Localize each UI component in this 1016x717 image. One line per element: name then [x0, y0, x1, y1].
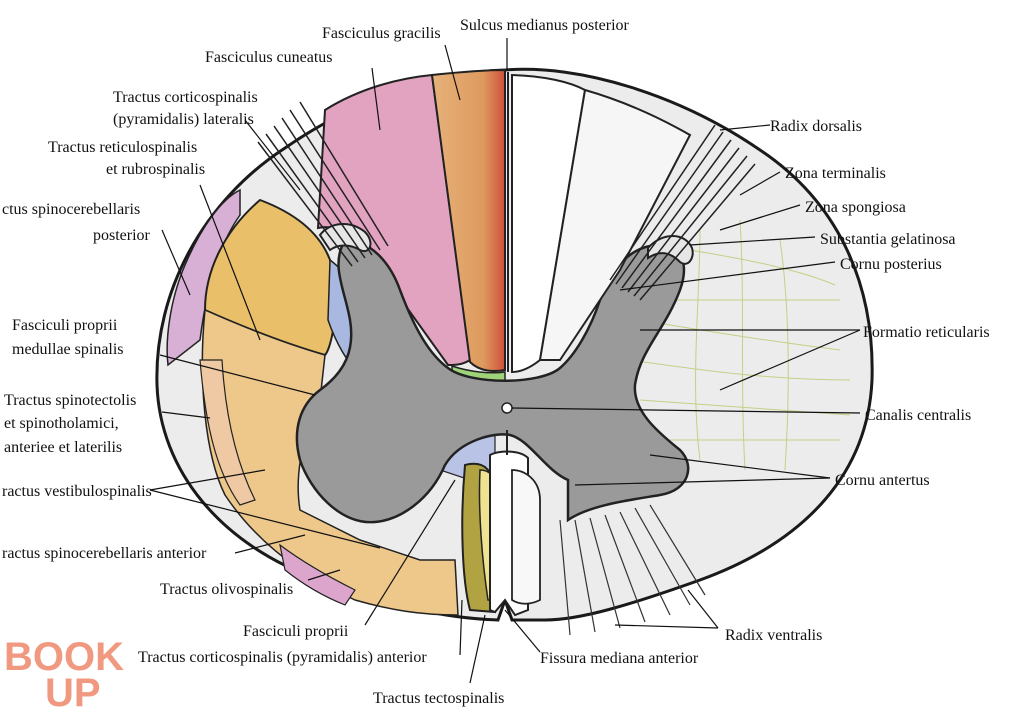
label-fasciculus-cuneatus: Fasciculus cuneatus — [205, 49, 333, 66]
label-radix-ventralis: Radix ventralis — [725, 627, 822, 644]
label-fissura-mediana-anterior: Fissura mediana anterior — [540, 650, 699, 667]
label-substantia-gelatinosa: Substantia gelatinosa — [820, 231, 956, 248]
label-tractus-reticulospinalis-2: et rubrospinalis — [106, 161, 205, 178]
label-zona-terminalis: Zona terminalis — [785, 165, 886, 182]
watermark-line2: UP — [45, 671, 101, 715]
label-tractus-corticospinalis-lateralis-1: Tractus corticospinalis — [113, 89, 258, 106]
radix-ventralis-fibres — [559, 504, 706, 636]
label-tractus-tectospinalis: Tractus tectospinalis — [373, 690, 504, 707]
label-canalis-centralis: Canalis centralis — [865, 407, 971, 424]
tractus-reticulospinalis-region — [201, 308, 459, 616]
leader-lines — [149, 38, 861, 684]
tractus-spinocerebellaris-anterior-region — [279, 543, 356, 606]
right-white-matter-hatch — [629, 219, 851, 471]
label-fasciculi-proprii: Fasciculi proprii — [243, 623, 349, 640]
label-tractus-corticospinalis-lateralis-2: (pyramidalis) lateralis — [113, 111, 254, 128]
label-tractus-spinotectalis-1: Tractus spinotectolis — [4, 392, 136, 409]
label-fasciculi-proprii-medullae-1: Fasciculi proprii — [12, 317, 118, 334]
label-tractus-reticulospinalis-1: Tractus reticulospinalis — [48, 139, 197, 156]
watermark-line1: BOOK — [4, 635, 124, 679]
label-cornu-posterius: Cornu posterius — [840, 256, 942, 273]
label-sulcus-medianus-posterior: Sulcus medianus posterior — [460, 17, 630, 34]
label-tractus-spinocerebellaris-posterior-1: ctus spinocerebellaris — [2, 201, 140, 218]
right-posterior-funiculus-outer — [538, 88, 692, 361]
label-tractus-spinocerebellaris-anterior: ractus spinocerebellaris anterior — [2, 545, 207, 562]
label-formatio-reticularis: Formatio reticularis — [863, 324, 990, 341]
fasciculus-gracilis-region — [430, 68, 506, 372]
label-radix-dorsalis: Radix dorsalis — [770, 118, 862, 135]
tractus-spinotectalis-region — [199, 359, 256, 506]
label-cornu-antertus: Cornu antertus — [835, 472, 930, 489]
label-zona-spongiosa: Zona spongiosa — [805, 199, 906, 216]
label-tractus-spinocerebellaris-posterior-2: posterior — [93, 227, 151, 244]
grey-matter — [295, 238, 690, 524]
label-tractus-olivospinalis: Tractus olivospinalis — [160, 581, 293, 598]
label-tractus-corticospinalis-anterior: Tractus corticospinalis (pyramidalis) an… — [138, 649, 427, 666]
label-tractus-spinotectalis-3: anteriee et laterilis — [4, 439, 122, 456]
anterior-column-right — [511, 469, 541, 605]
central-canal — [501, 402, 513, 414]
label-tractus-spinotectalis-2: et spinotholamici, — [4, 415, 119, 432]
label-tractus-vestibulospinalis: ractus vestibulospinalis — [2, 483, 152, 500]
radix-dorsalis-right — [609, 124, 756, 301]
label-fasciculi-proprii-medullae-2: medullae spinalis — [12, 341, 124, 358]
label-fasciculus-gracilis: Fasciculus gracilis — [322, 25, 441, 42]
radix-dorsalis-left — [257, 101, 389, 267]
